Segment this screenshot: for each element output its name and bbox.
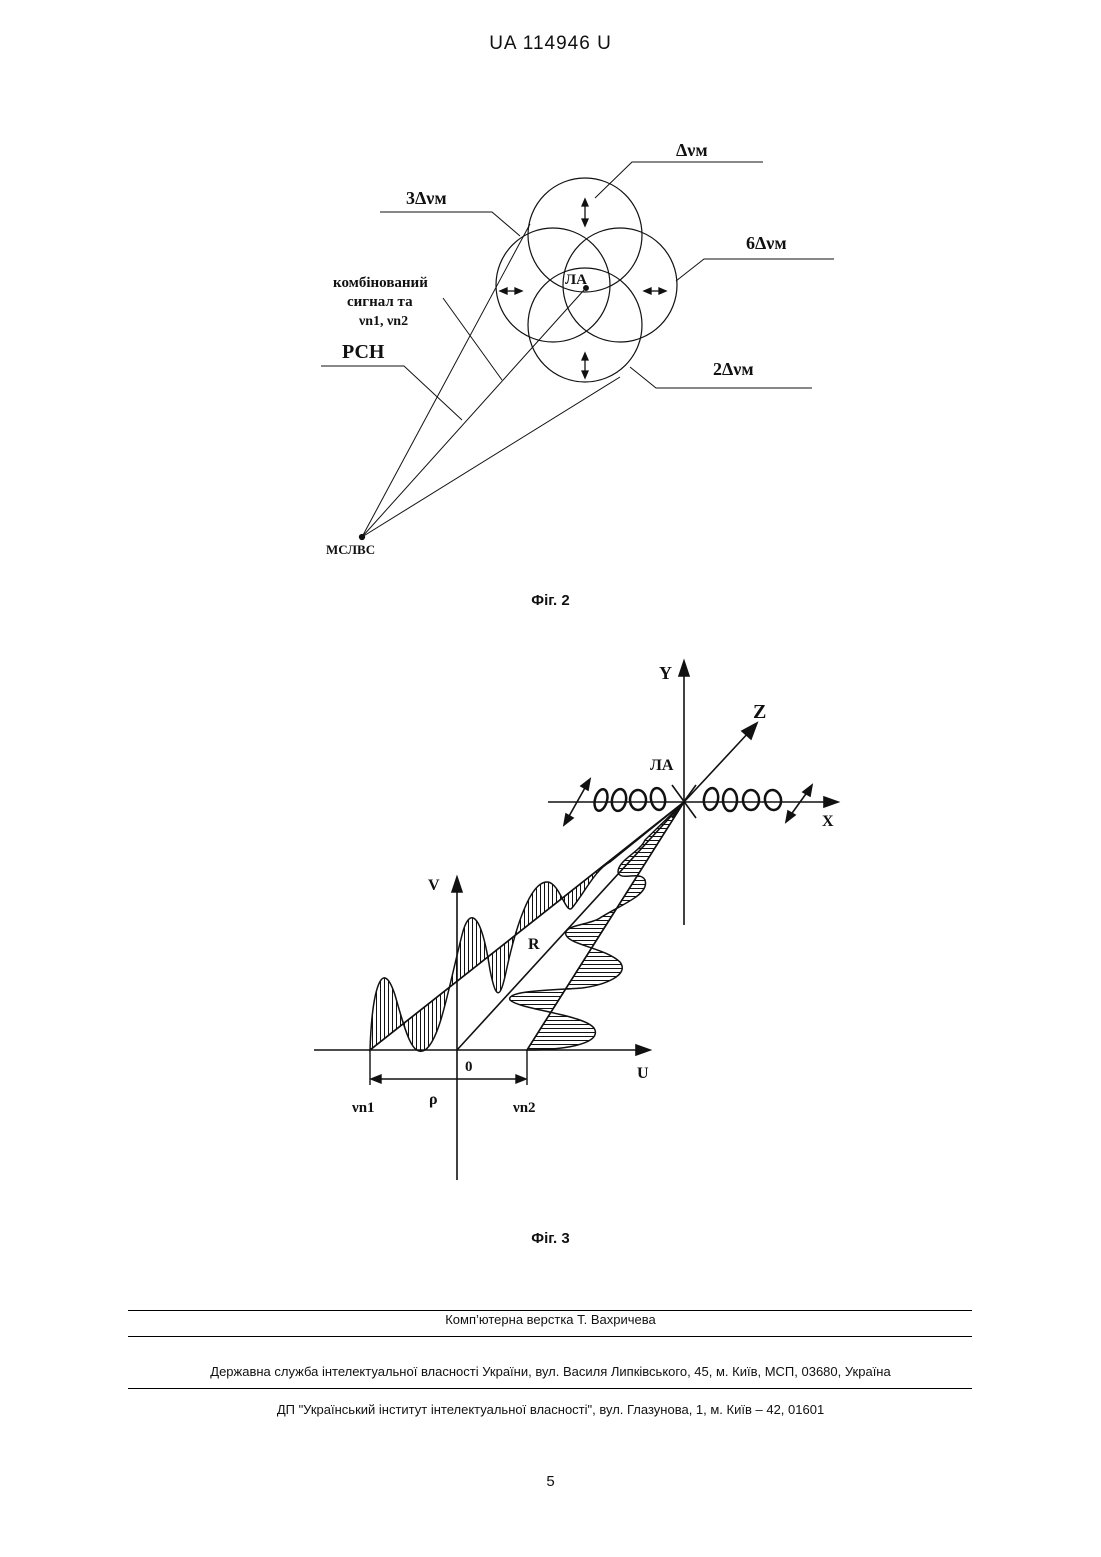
figure-3-diagram: Y Z ЛА X V R 0 U νn1 ρ νn2 (0, 0, 1101, 1220)
wave-nu2 (510, 802, 684, 1050)
r-line (457, 802, 684, 1050)
label-zero: 0 (465, 1059, 473, 1075)
label-u: U (637, 1065, 649, 1082)
label-z: Z (753, 701, 766, 723)
page-number: 5 (0, 1473, 1101, 1490)
baseline-nu2 (527, 802, 684, 1050)
aircraft-loops (592, 787, 782, 812)
figure-3-caption: Фіг. 3 (0, 1230, 1101, 1247)
label-r: R (528, 936, 540, 953)
footer-agency: Державна служба інтелектуальної власност… (0, 1364, 1101, 1379)
footer-rule-2 (128, 1336, 972, 1337)
label-y: Y (659, 663, 672, 683)
footer-rule-1 (128, 1310, 972, 1311)
label-la-fig3: ЛА (650, 757, 674, 774)
baseline-nu1 (370, 802, 684, 1050)
label-nu2: νn2 (512, 1100, 536, 1116)
footer-institute: ДП "Український інститут інтелектуальної… (0, 1402, 1101, 1417)
label-rho: ρ (429, 1091, 438, 1108)
label-v: V (428, 877, 440, 894)
label-x: X (822, 813, 834, 830)
label-nu1: νn1 (351, 1100, 375, 1116)
footer-layout-credit: Комп’ютерна верстка Т. Вахричева (0, 1312, 1101, 1327)
footer-rule-3 (128, 1388, 972, 1389)
